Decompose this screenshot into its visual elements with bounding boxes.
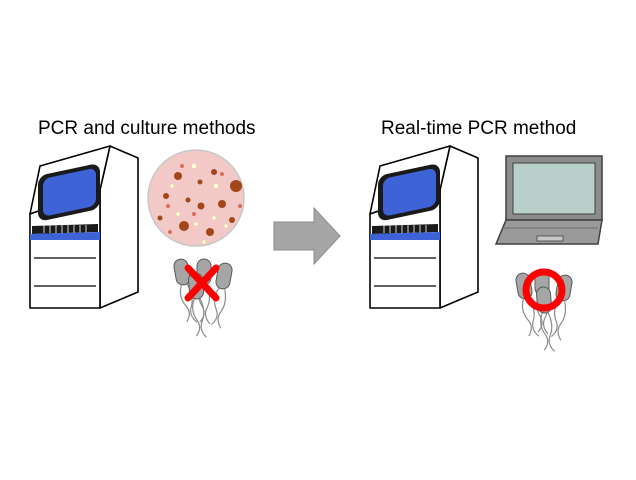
petri-dish-icon bbox=[147, 149, 245, 247]
left-bacteria-icon bbox=[172, 257, 234, 340]
cross-mark-icon bbox=[184, 264, 220, 302]
left-panel-title: PCR and culture methods bbox=[38, 118, 256, 139]
circle-mark-icon bbox=[522, 268, 566, 312]
laptop-icon bbox=[494, 155, 603, 245]
left-pcr-instrument-icon bbox=[29, 145, 139, 309]
right-pcr-instrument-icon bbox=[369, 145, 479, 309]
right-panel-title: Real-time PCR method bbox=[381, 118, 577, 139]
right-arrow-icon bbox=[273, 206, 341, 266]
